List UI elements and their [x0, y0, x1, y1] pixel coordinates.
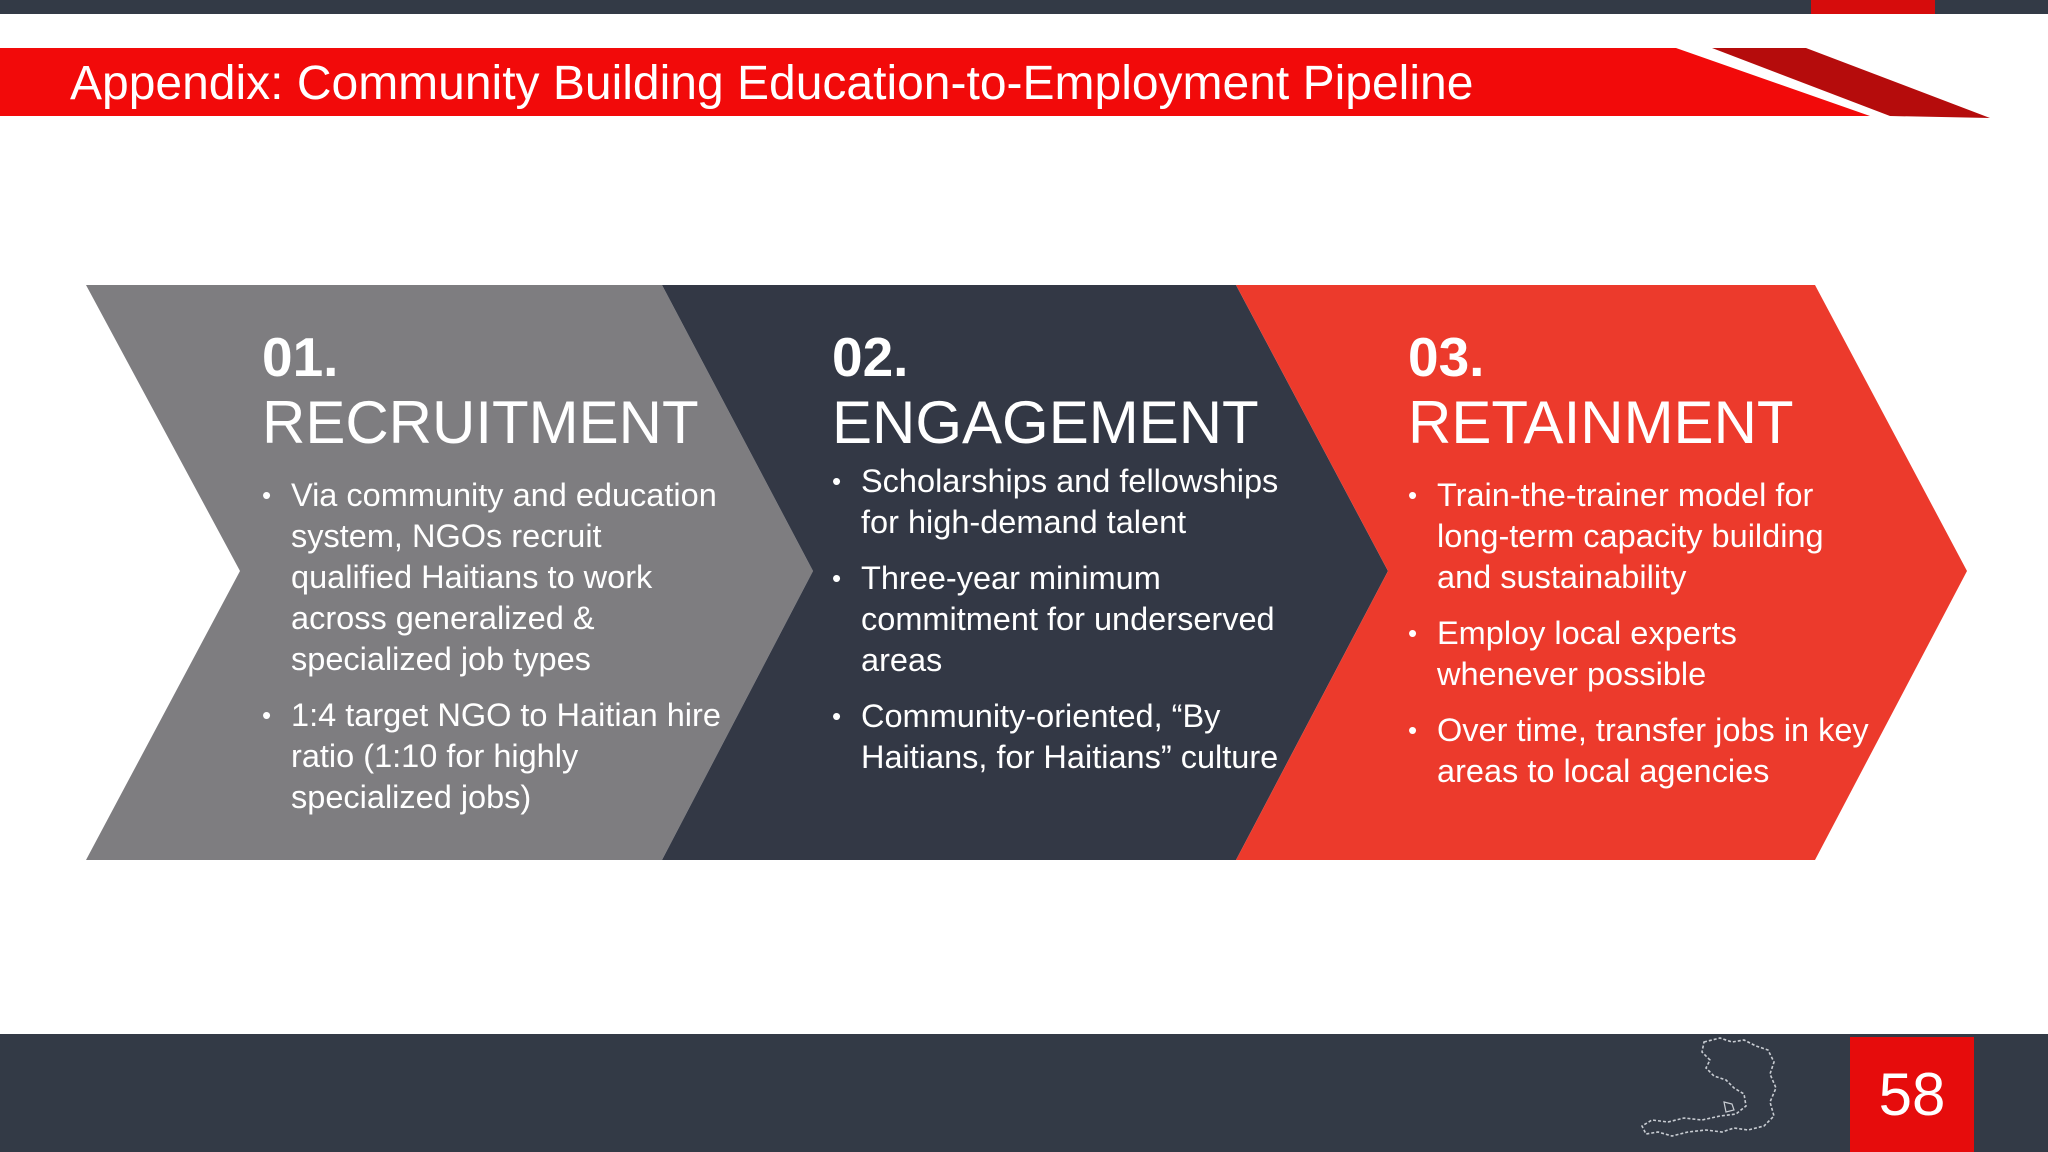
bullet-dot: •	[262, 480, 272, 510]
step-recruitment: 01. RECRUITMENT • Via community and educa…	[262, 325, 722, 833]
bullet-dot: •	[1408, 618, 1418, 648]
bullet-item: • Community-oriented, “By Haitians, for H…	[832, 696, 1292, 778]
bullet-item: • Employ local experts whenever possible	[1408, 613, 1878, 695]
bullet-item: • Scholarships and fellowships for high-d…	[832, 461, 1292, 543]
bullet-text: Community-oriented, “By Haitians, for Ha…	[861, 698, 1279, 775]
step-bullets: • Scholarships and fellowships for high-d…	[832, 461, 1292, 778]
step-bullets: • Train-the-trainer model for long-term c…	[1408, 475, 1878, 792]
step-retainment: 03. RETAINMENT • Train-the-trainer model …	[1408, 325, 1878, 807]
chevron-retainment	[1236, 285, 1967, 860]
bullet-item: • 1:4 target NGO to Haitian hire ratio (1…	[262, 695, 722, 818]
footer-bar	[0, 1034, 2048, 1152]
step-engagement: 02. ENGAGEMENT • Scholarships and fellows…	[832, 325, 1292, 793]
bullet-dot: •	[262, 700, 272, 730]
title-banner	[0, 48, 1990, 118]
bullet-text: Scholarships and fellowships for high-de…	[861, 463, 1279, 540]
bullet-text: Train-the-trainer model for long-term ca…	[1437, 477, 1824, 595]
step-number: 01.	[262, 326, 339, 388]
bullet-dot: •	[832, 563, 842, 593]
haiti-map-outline-icon	[1640, 1037, 1777, 1137]
bullet-text: Via community and education system, NGOs…	[291, 477, 717, 677]
bullet-item: • Via community and education system, NGO…	[262, 475, 722, 680]
title-banner-red	[0, 48, 1870, 116]
page-number: 58	[1850, 1037, 1974, 1152]
bullet-dot: •	[832, 466, 842, 496]
bullet-item: • Over time, transfer jobs in key areas t…	[1408, 710, 1878, 792]
top-strip-accent	[1811, 0, 1935, 14]
top-strip	[0, 0, 2048, 14]
chevron-engagement	[662, 285, 1388, 860]
bullet-item: • Train-the-trainer model for long-term c…	[1408, 475, 1878, 598]
step-number: 03.	[1408, 326, 1485, 388]
bullet-item: • Three-year minimum commitment for under…	[832, 558, 1292, 681]
bullet-text: Over time, transfer jobs in key areas to…	[1437, 712, 1869, 789]
bullet-dot: •	[832, 701, 842, 731]
step-number: 02.	[832, 326, 909, 388]
title-banner-accent	[1712, 48, 1990, 118]
bullet-text: Three-year minimum commitment for unders…	[861, 560, 1275, 678]
bullet-text: 1:4 target NGO to Haitian hire ratio (1:…	[291, 697, 721, 815]
step-title: RETAINMENT	[1408, 389, 1794, 456]
bullet-dot: •	[1408, 480, 1418, 510]
step-title: RECRUITMENT	[262, 389, 699, 456]
bullet-text: Employ local experts whenever possible	[1437, 615, 1737, 692]
step-bullets: • Via community and education system, NGO…	[262, 475, 722, 818]
slide-title: Appendix: Community Building Education-t…	[70, 57, 1474, 110]
step-title: ENGAGEMENT	[832, 389, 1259, 456]
bullet-dot: •	[1408, 715, 1418, 745]
chevron-recruitment	[86, 285, 813, 860]
